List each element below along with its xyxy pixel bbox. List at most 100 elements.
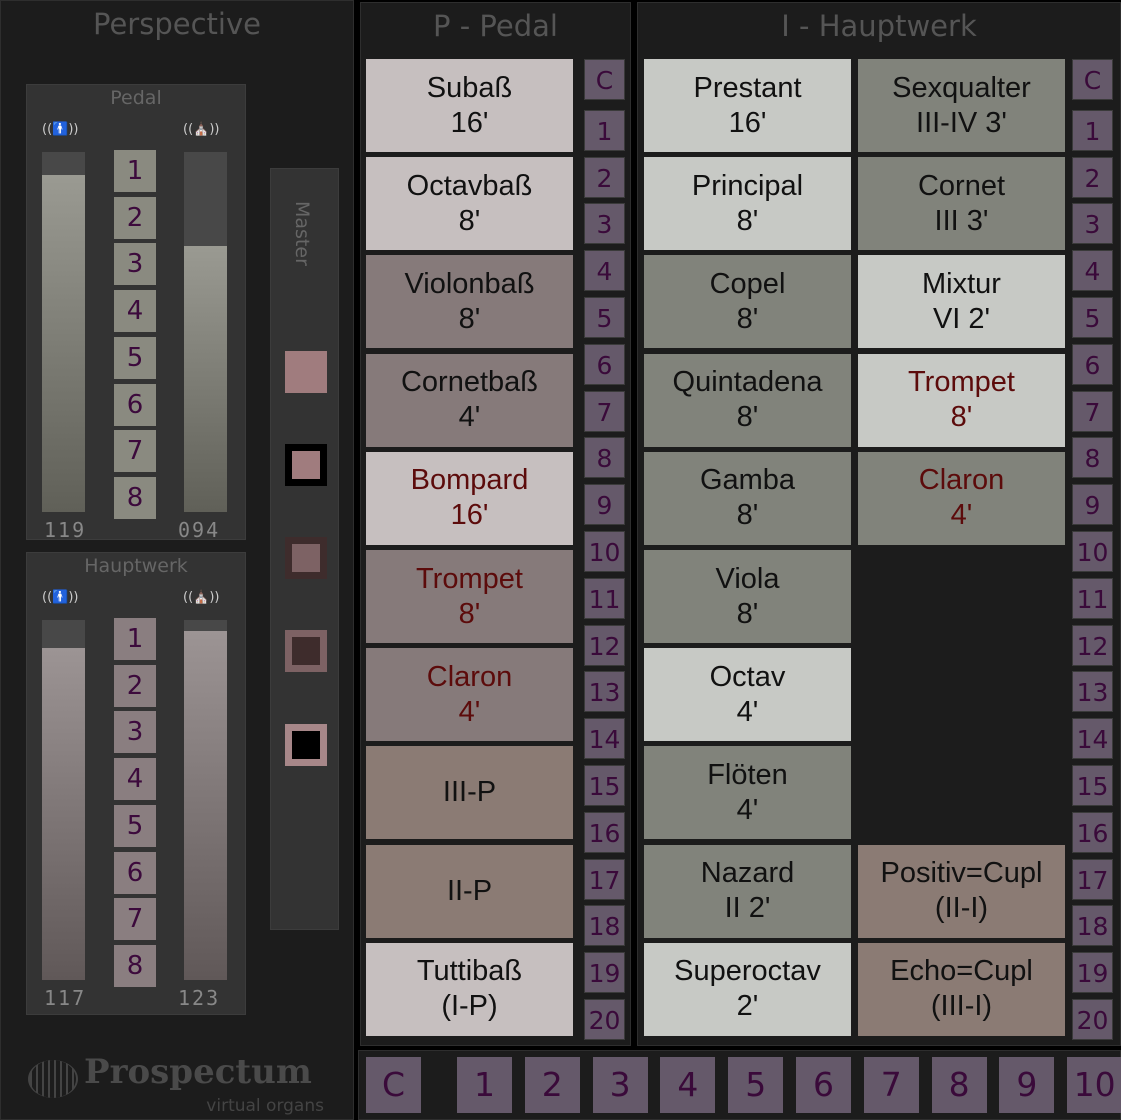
- master-preset-1[interactable]: [285, 351, 327, 393]
- general-combination-7[interactable]: 7: [863, 1057, 919, 1113]
- general-combination-1[interactable]: 1: [457, 1057, 512, 1113]
- general-combination-5[interactable]: 5: [728, 1057, 784, 1113]
- hauptwerk-combination-5[interactable]: 5: [1072, 297, 1113, 338]
- hauptwerk-perspective-button-2[interactable]: 2: [114, 664, 156, 707]
- general-combination-8[interactable]: 8: [931, 1057, 987, 1113]
- pedal-combination-10[interactable]: 10: [584, 531, 625, 572]
- pedal-perspective-button-8[interactable]: 8: [114, 476, 156, 519]
- pedal-combination-3[interactable]: 3: [584, 203, 625, 245]
- general-combination-9[interactable]: 9: [999, 1057, 1055, 1113]
- pedal-perspective-button-3[interactable]: 3: [114, 243, 156, 286]
- pedal-combination-4[interactable]: 4: [584, 250, 625, 292]
- general-combination-3[interactable]: 3: [592, 1057, 648, 1113]
- pedal-combination-5[interactable]: 5: [584, 297, 625, 338]
- pedal-combination-16[interactable]: 16: [584, 811, 625, 853]
- pedal-combination-17[interactable]: 17: [584, 858, 625, 900]
- hauptwerk-perspective-button-6[interactable]: 6: [114, 851, 156, 894]
- pedal-combination-8[interactable]: 8: [584, 437, 625, 479]
- general-combination-2[interactable]: 2: [524, 1057, 580, 1113]
- pedal-near-level-slider[interactable]: [42, 152, 85, 512]
- pedal-combination-18[interactable]: 18: [584, 905, 625, 947]
- pedal-perspective-button-4[interactable]: 4: [114, 290, 156, 333]
- pedal-perspective-button-7[interactable]: 7: [114, 430, 156, 473]
- hauptwerk-combination-19[interactable]: 19: [1072, 952, 1113, 994]
- hauptwerk-combination-7[interactable]: 7: [1072, 390, 1113, 432]
- hauptwerk-combination-14[interactable]: 14: [1072, 718, 1113, 760]
- hauptwerk-perspective-button-8[interactable]: 8: [114, 944, 156, 987]
- pedal-combination-7[interactable]: 7: [584, 390, 625, 432]
- master-preset-3[interactable]: [285, 537, 327, 579]
- pedal-stop[interactable]: Tuttibaß(I-P): [366, 942, 573, 1036]
- hauptwerk-combination-9[interactable]: 9: [1072, 484, 1113, 526]
- hauptwerk-perspective-button-5[interactable]: 5: [114, 804, 156, 847]
- hauptwerk-combination-11[interactable]: 11: [1072, 577, 1113, 619]
- pedal-combination-9[interactable]: 9: [584, 484, 625, 526]
- hauptwerk-combination-13[interactable]: 13: [1072, 671, 1113, 713]
- pedal-far-level-slider[interactable]: [184, 152, 227, 512]
- master-preset-5[interactable]: [285, 724, 327, 766]
- hauptwerk-combination-2[interactable]: 2: [1072, 156, 1113, 198]
- hauptwerk-perspective-button-4[interactable]: 4: [114, 758, 156, 801]
- hauptwerk-combination-20[interactable]: 20: [1072, 999, 1113, 1040]
- pedal-combination-C[interactable]: C: [584, 59, 625, 100]
- general-combination-4[interactable]: 4: [660, 1057, 716, 1113]
- pedal-perspective-button-6[interactable]: 6: [114, 383, 156, 426]
- pedal-perspective-button-5[interactable]: 5: [114, 336, 156, 379]
- pedal-combination-19[interactable]: 19: [584, 952, 625, 994]
- pedal-stop[interactable]: II-P: [366, 844, 573, 938]
- pedal-combination-15[interactable]: 15: [584, 765, 625, 806]
- hauptwerk-combination-12[interactable]: 12: [1072, 624, 1113, 666]
- master-preset-2[interactable]: [285, 444, 327, 486]
- general-combination-10[interactable]: 10: [1067, 1057, 1121, 1113]
- hauptwerk-combination-18[interactable]: 18: [1072, 905, 1113, 947]
- hauptwerk-stop[interactable]: Positiv=Cupl(II-I): [858, 844, 1065, 938]
- pedal-combination-13[interactable]: 13: [584, 671, 625, 713]
- hauptwerk-combination-8[interactable]: 8: [1072, 437, 1113, 479]
- pedal-combination-12[interactable]: 12: [584, 624, 625, 666]
- hauptwerk-stop[interactable]: Echo=Cupl(III-I): [858, 942, 1065, 1036]
- pedal-stop[interactable]: III-P: [366, 746, 573, 840]
- hauptwerk-perspective-button-1[interactable]: 1: [114, 618, 156, 660]
- pedal-combination-11[interactable]: 11: [584, 577, 625, 619]
- hauptwerk-combination-3[interactable]: 3: [1072, 203, 1113, 245]
- hauptwerk-near-level-slider[interactable]: [42, 620, 85, 980]
- hauptwerk-combination-6[interactable]: 6: [1072, 343, 1113, 385]
- hauptwerk-combination-10[interactable]: 10: [1072, 531, 1113, 572]
- hauptwerk-combination-16[interactable]: 16: [1072, 811, 1113, 853]
- pedal-combination-2[interactable]: 2: [584, 156, 625, 198]
- master-preset-4[interactable]: [285, 630, 327, 672]
- pedal-combination-20[interactable]: 20: [584, 999, 625, 1040]
- hauptwerk-combination-17[interactable]: 17: [1072, 858, 1113, 900]
- pedal-combination-14[interactable]: 14: [584, 718, 625, 760]
- hauptwerk-far-level-slider[interactable]: [184, 620, 227, 980]
- pedal-combination-6[interactable]: 6: [584, 343, 625, 385]
- hauptwerk-perspective-button-7[interactable]: 7: [114, 898, 156, 941]
- pedal-combination-1[interactable]: 1: [584, 109, 625, 151]
- general-combination-6[interactable]: 6: [796, 1057, 851, 1113]
- general-combination-C[interactable]: C: [366, 1057, 421, 1113]
- hauptwerk-combination-1[interactable]: 1: [1072, 109, 1113, 151]
- pedal-perspective-button-2[interactable]: 2: [114, 196, 156, 239]
- pedal-perspective-button-1[interactable]: 1: [114, 150, 156, 192]
- hauptwerk-perspective-button-3[interactable]: 3: [114, 711, 156, 754]
